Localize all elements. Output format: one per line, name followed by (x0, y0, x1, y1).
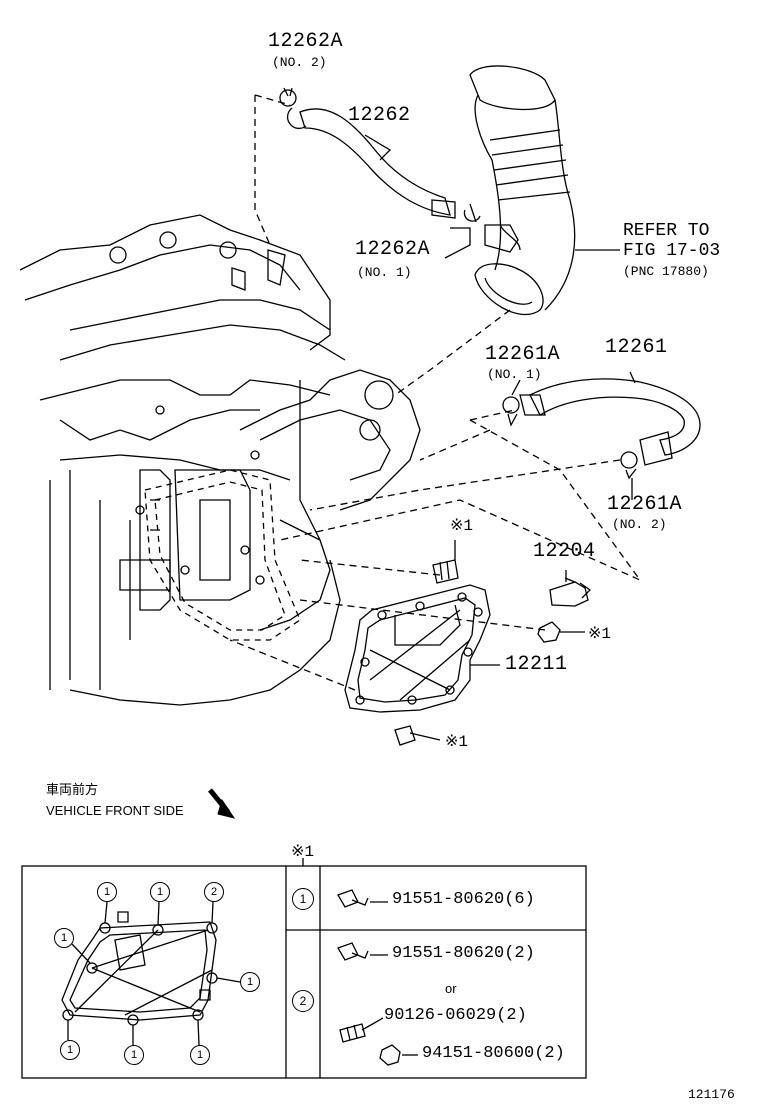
engine-block-drawing (19, 214, 421, 706)
bolt-icon-row2a (337, 942, 369, 961)
row1-part-1[interactable]: 91551-80620(6) (392, 890, 535, 909)
row2-part-1[interactable]: 91551-80620(2) (392, 944, 535, 963)
stud-bolt[interactable] (432, 559, 459, 584)
bolt-icon-row1 (337, 889, 369, 908)
inset-plate-drawing (61, 901, 241, 1046)
part-12261A-no1-number[interactable]: 12261A (485, 343, 561, 366)
part-12261-number[interactable]: 12261 (605, 336, 668, 359)
stud-icon-row2 (339, 1023, 366, 1043)
direction-label-en: VEHICLE FRONT SIDE (46, 803, 184, 818)
inset-callout: 1 (150, 882, 170, 902)
note-mark-bolt: ※1 (445, 733, 469, 751)
inset-callout: 1 (60, 1040, 80, 1060)
clamp-12262A-no2[interactable] (279, 87, 297, 107)
refer-line3: (PNC 17880) (623, 264, 709, 279)
part-12262A-no1-sub: (NO. 1) (357, 265, 412, 280)
clamp-12261A-no2[interactable] (620, 451, 638, 480)
row2-part-3[interactable]: 94151-80600(2) (422, 1044, 565, 1063)
part-12262-number[interactable]: 12262 (348, 104, 411, 127)
part-12262A-no2-number[interactable]: 12262A (268, 30, 344, 53)
hose-12261[interactable] (529, 378, 701, 456)
inset-callout: 1 (190, 1045, 210, 1065)
inset-callout: 2 (204, 882, 224, 902)
part-12262A-no1-number[interactable]: 12262A (355, 238, 431, 261)
part-12261A-no2-sub: (NO. 2) (612, 517, 667, 532)
bolt-table (21, 858, 587, 1079)
part-12261A-no2-number[interactable]: 12261A (607, 493, 683, 516)
bolt[interactable] (394, 725, 441, 746)
row-key-2: 2 (292, 990, 314, 1012)
refer-line2[interactable]: FIG 17-03 (623, 241, 721, 261)
part-12262A-no2-sub: (NO. 2) (272, 55, 327, 70)
row2-part-2[interactable]: 90126-06029(2) (384, 1006, 527, 1025)
part-12211-number[interactable]: 12211 (505, 653, 568, 676)
part-12204-number[interactable]: 12204 (533, 540, 596, 563)
hose-12262[interactable] (299, 108, 451, 216)
illustration-id: 121176 (688, 1087, 735, 1102)
clamp-12261A-no1[interactable] (502, 396, 520, 427)
inset-callout: 1 (124, 1045, 144, 1065)
clamp-12262A-no1[interactable] (463, 203, 481, 223)
nut-icon-row2 (379, 1044, 401, 1066)
row2-or: or (445, 981, 457, 996)
row-key-1: 1 (292, 888, 314, 910)
table-header-mark: ※1 (291, 843, 315, 861)
direction-label-jp: 車両前方 (46, 782, 99, 797)
water-outlet-12211[interactable] (344, 584, 491, 713)
inset-callout: 1 (54, 928, 74, 948)
nut[interactable] (537, 621, 561, 643)
intake-hose-drawing (469, 65, 576, 316)
inset-callout: 1 (97, 882, 117, 902)
inset-callout: 1 (240, 972, 260, 992)
note-mark-nut: ※1 (588, 625, 612, 643)
note-mark-stud: ※1 (450, 517, 474, 535)
sensor-12204[interactable] (549, 577, 592, 607)
refer-line1: REFER TO (623, 221, 710, 241)
part-12261A-no1-sub: (NO. 1) (487, 367, 542, 382)
